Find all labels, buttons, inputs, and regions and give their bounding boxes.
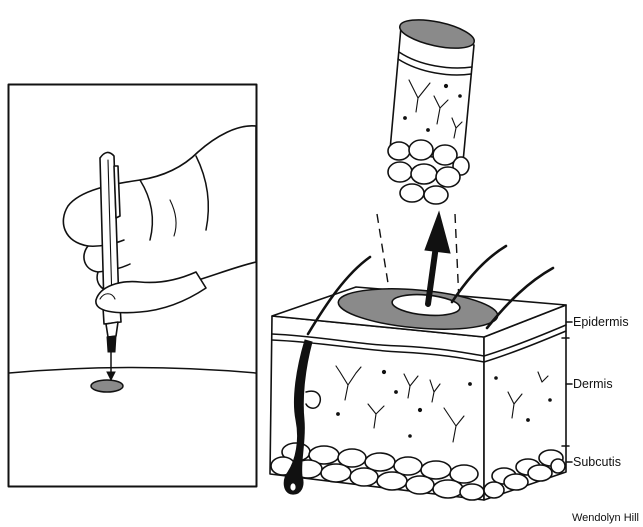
label-epidermis: Epidermis	[573, 315, 629, 329]
fat-lobule	[460, 484, 484, 500]
artist-credit: Wendolyn Hill	[572, 512, 639, 524]
dermal-dot	[382, 370, 385, 373]
extraction-guide-dashed-right	[455, 214, 459, 302]
skin-block	[270, 246, 572, 500]
punch-neck	[106, 322, 118, 337]
core-fat-lobule	[436, 167, 460, 187]
punch-blade-tip	[107, 336, 116, 352]
dermal-dot	[418, 408, 421, 411]
core-dot	[444, 84, 447, 87]
core-fat-lobule	[388, 142, 410, 160]
fat-lobule	[551, 459, 565, 473]
dermal-dot	[495, 377, 498, 380]
dermal-dot	[337, 413, 340, 416]
label-dermis: Dermis	[573, 377, 613, 391]
label-subcutis: Subcutis	[573, 455, 621, 469]
lesion-spot	[91, 380, 123, 392]
dermal-dot	[469, 383, 472, 386]
extraction-arrowhead	[425, 212, 450, 253]
hair-shaft	[452, 246, 506, 302]
tissue-core	[388, 14, 477, 204]
dermal-dot	[549, 399, 552, 402]
core-fat-lobule	[400, 184, 424, 202]
fat-lobule	[350, 468, 378, 486]
core-fat-lobule	[411, 164, 437, 184]
fat-lobule	[504, 474, 528, 490]
dermal-dot	[409, 435, 412, 438]
punch-clip	[114, 166, 120, 218]
fat-lobule	[528, 465, 552, 481]
fat-lobule	[377, 472, 407, 490]
extraction-arrow	[425, 212, 450, 304]
fat-lobule	[433, 480, 463, 498]
core-dot	[404, 117, 407, 120]
core-fat-lobule	[388, 162, 412, 182]
core-dot	[427, 129, 430, 132]
fat-lobule	[406, 476, 434, 494]
dermal-papilla	[290, 483, 295, 490]
core-fat-lobule	[409, 140, 433, 160]
left-panel	[9, 85, 257, 487]
fat-lobule	[484, 482, 504, 498]
dermal-dot	[527, 419, 530, 422]
core-fat-lobule	[424, 186, 448, 204]
core-dot	[459, 95, 462, 98]
dermal-dot	[395, 391, 398, 394]
fat-lobule	[321, 464, 351, 482]
